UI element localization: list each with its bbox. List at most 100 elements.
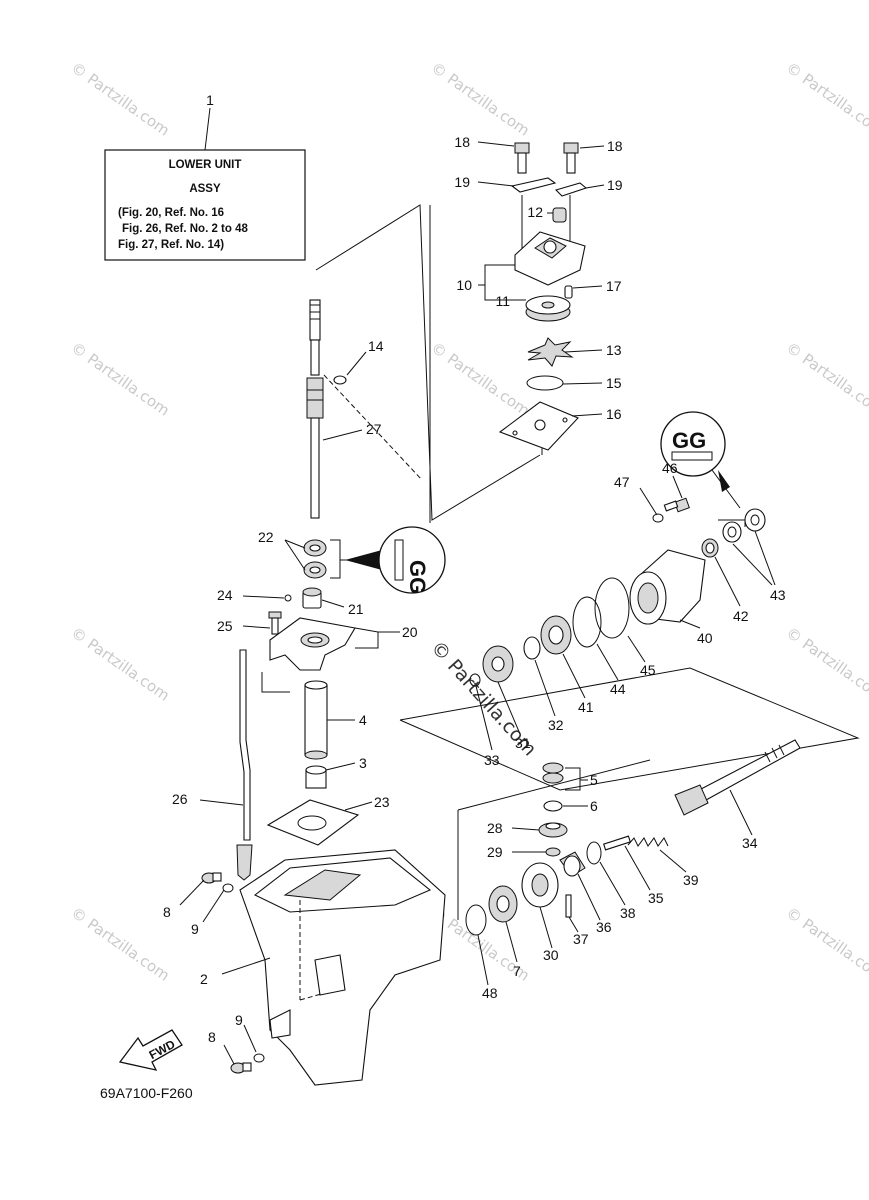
callout-16: 16 bbox=[606, 406, 622, 422]
callout-9-lower: 9 bbox=[235, 1012, 243, 1028]
pin-17 bbox=[564, 285, 573, 299]
watermark: © Partzilla.com bbox=[428, 339, 533, 420]
callout-19-right: 19 bbox=[607, 177, 623, 193]
shim-33 bbox=[469, 673, 481, 687]
drive-shaft-group: GG bbox=[266, 299, 446, 846]
callout-31: 31 bbox=[515, 735, 531, 751]
drive-shaft-27 bbox=[306, 299, 324, 519]
callout-25: 25 bbox=[217, 618, 233, 634]
reverse-gear-31 bbox=[482, 645, 514, 683]
callout-9-upper: 9 bbox=[191, 921, 199, 937]
grease-symbol-seal: GG bbox=[660, 411, 741, 509]
callout-2: 2 bbox=[200, 971, 208, 987]
assembly-label-box: LOWER UNIT ASSY (Fig. 20, Ref. No. 16 Fi… bbox=[104, 107, 306, 261]
washer-47 bbox=[652, 513, 664, 523]
callout-numbers: 1 18 18 19 19 12 10 17 11 14 13 15 16 27… bbox=[163, 92, 786, 1045]
plate-19-right bbox=[554, 182, 588, 197]
callout-11: 11 bbox=[495, 293, 510, 309]
callout-12: 12 bbox=[527, 204, 543, 220]
diagram-code: 69A7100-F260 bbox=[100, 1085, 193, 1101]
callout-28: 28 bbox=[487, 820, 503, 836]
svg-text:GG: GG bbox=[405, 560, 430, 594]
shift-rod-26 bbox=[236, 649, 253, 881]
screw-8-lower bbox=[230, 1062, 252, 1074]
callout-43: 43 bbox=[770, 587, 786, 603]
callout-40: 40 bbox=[697, 630, 713, 646]
shim-6 bbox=[543, 800, 563, 812]
watermark: © Partzilla.com bbox=[68, 624, 173, 705]
oil-seal-43-b bbox=[744, 508, 766, 532]
callout-18-right: 18 bbox=[607, 138, 623, 154]
collar-3 bbox=[305, 765, 327, 789]
callout-38: 38 bbox=[620, 905, 636, 921]
callout-29: 29 bbox=[487, 844, 503, 860]
bolt-18-left bbox=[514, 142, 530, 174]
label-line-1: LOWER UNIT bbox=[169, 159, 242, 171]
callout-5: 5 bbox=[590, 772, 598, 788]
label-line-3: (Fig. 20, Ref. No. 16 bbox=[118, 207, 224, 219]
water-pump-group bbox=[498, 142, 588, 451]
callout-21: 21 bbox=[348, 601, 364, 617]
bushing-42 bbox=[701, 538, 719, 558]
oil-seal-43-a bbox=[722, 521, 742, 543]
washer-9-upper bbox=[222, 883, 234, 893]
watermark: © Partzilla.com bbox=[783, 624, 869, 705]
callout-32: 32 bbox=[548, 717, 564, 733]
pump-housing-10 bbox=[514, 231, 586, 286]
taper-bearing-7 bbox=[488, 885, 518, 923]
callout-15: 15 bbox=[606, 375, 622, 391]
grommet-12 bbox=[552, 207, 567, 223]
callout-6: 6 bbox=[590, 798, 598, 814]
o-ring-15 bbox=[526, 375, 564, 391]
watermark: © Partzilla.com bbox=[68, 904, 173, 985]
o-ring-48 bbox=[465, 904, 487, 936]
gasket-23 bbox=[266, 799, 360, 846]
watermark: © Partzilla.com bbox=[68, 339, 173, 420]
bolt-25 bbox=[268, 611, 282, 635]
callout-30: 30 bbox=[543, 947, 559, 963]
label-line-2: ASSY bbox=[189, 183, 221, 195]
shim-32 bbox=[523, 636, 541, 660]
callout-19-left: 19 bbox=[454, 174, 470, 190]
callout-4: 4 bbox=[359, 712, 367, 728]
forward-arrow-icon: FWD bbox=[118, 1029, 183, 1071]
callout-24: 24 bbox=[217, 587, 233, 603]
callout-27: 27 bbox=[366, 421, 382, 437]
callout-14: 14 bbox=[368, 338, 384, 354]
callout-34: 34 bbox=[742, 835, 758, 851]
dog-clutch-36 bbox=[559, 851, 586, 877]
prop-shaft-housing-group: GG bbox=[469, 411, 766, 687]
bearing-22-upper bbox=[303, 539, 327, 557]
lower-case-2 bbox=[239, 849, 446, 1086]
callout-26: 26 bbox=[172, 791, 188, 807]
callout-35: 35 bbox=[648, 890, 664, 906]
bolt-18-right bbox=[563, 142, 579, 174]
callout-46: 46 bbox=[662, 460, 678, 476]
callout-37: 37 bbox=[573, 931, 589, 947]
plate-19-left bbox=[510, 177, 557, 193]
callout-8-upper: 8 bbox=[163, 904, 171, 920]
spring-39 bbox=[627, 837, 669, 847]
bearing-5 bbox=[542, 762, 564, 784]
pinion-28 bbox=[538, 822, 568, 838]
callout-1: 1 bbox=[206, 92, 214, 108]
callout-47: 47 bbox=[614, 474, 630, 490]
watermark: © Partzilla.com bbox=[428, 59, 533, 140]
callout-18-left: 18 bbox=[454, 134, 470, 150]
callout-8-lower: 8 bbox=[208, 1029, 216, 1045]
callout-23: 23 bbox=[374, 794, 390, 810]
collar-21 bbox=[302, 587, 322, 609]
bearing-housing-20 bbox=[269, 617, 356, 671]
screw-8-upper bbox=[201, 872, 222, 884]
ball-bearing-41 bbox=[540, 615, 572, 655]
callout-39: 39 bbox=[683, 872, 699, 888]
outer-plate-16 bbox=[498, 401, 579, 451]
callout-48: 48 bbox=[482, 985, 498, 1001]
o-ring-24 bbox=[284, 594, 292, 602]
forward-gear-30 bbox=[521, 862, 559, 908]
woodruff-key-14 bbox=[333, 375, 347, 385]
bearing-22-lower bbox=[303, 561, 327, 579]
washer-9-lower bbox=[253, 1053, 265, 1063]
callout-17: 17 bbox=[606, 278, 622, 294]
